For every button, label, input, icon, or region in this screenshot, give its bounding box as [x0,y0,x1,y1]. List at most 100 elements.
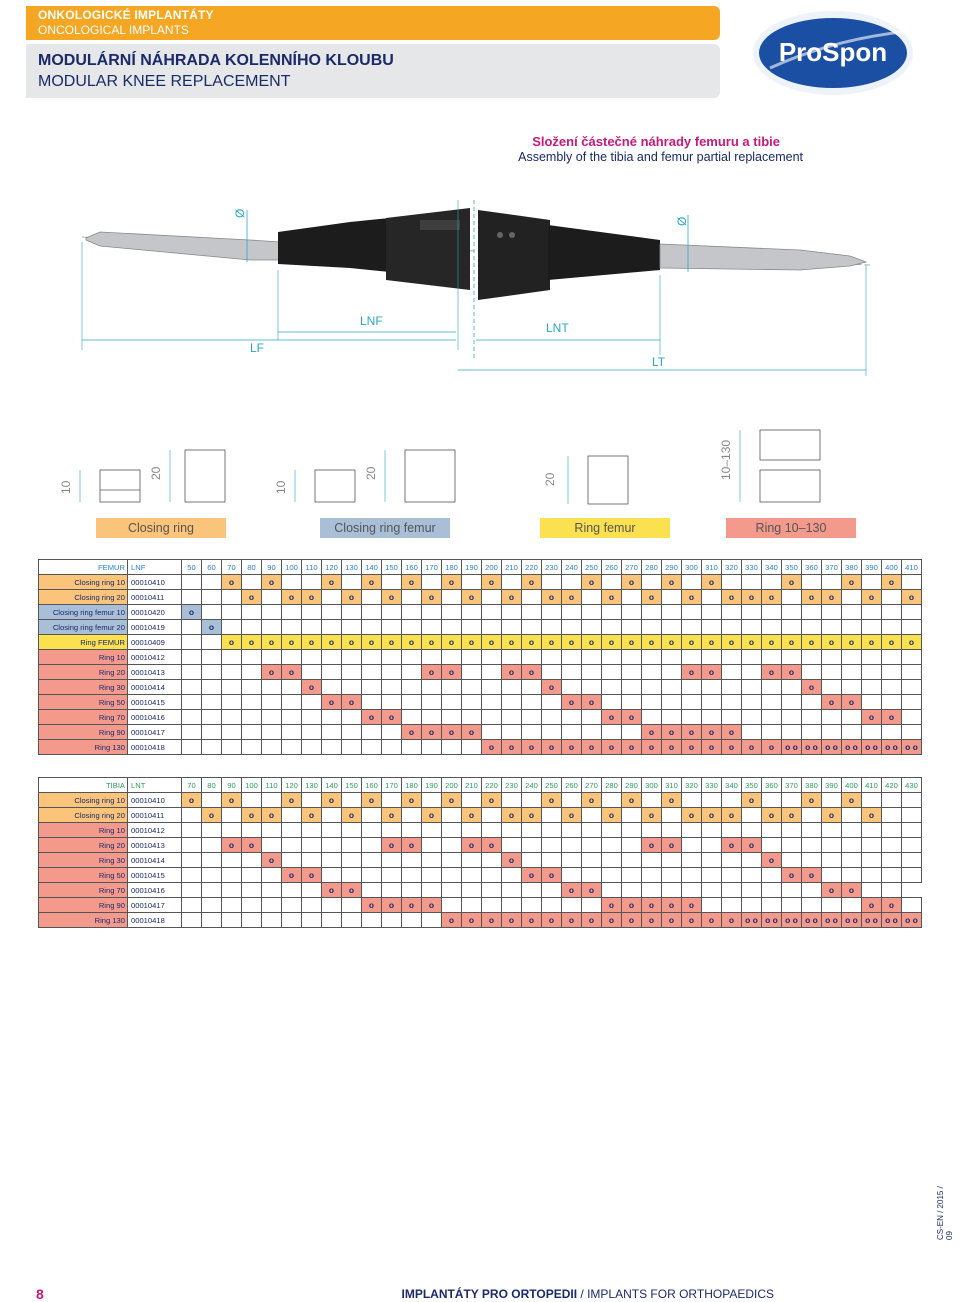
femur_table-col-header: 170 [421,559,442,575]
table-cell [621,589,642,605]
femur_table-col-header: 220 [521,559,542,575]
table-cell [641,604,662,620]
table-cell [201,837,222,853]
lf-label: LF [250,341,264,355]
table-cell [201,574,222,590]
table-cell [781,694,802,710]
table-cell: o [761,664,782,680]
table-cell [341,739,362,755]
table-cell [461,694,482,710]
table-cell: o [381,807,402,823]
table-cell: o [361,574,382,590]
table-cell [661,807,682,823]
table-cell [861,664,882,680]
table-cell: o [741,634,762,650]
table-cell [281,837,302,853]
table-cell [801,882,822,898]
table-cell [821,619,842,635]
table-cell [461,619,482,635]
table-cell [261,882,282,898]
table-cell [701,694,722,710]
table-cell [721,619,742,635]
row-name: Ring 90 [38,897,128,913]
table-cell [181,882,202,898]
table-cell [441,852,462,868]
table-cell: o [661,634,682,650]
table-cell [361,724,382,740]
row-code: 00010418 [127,739,182,755]
table-cell [221,822,242,838]
femur_table-col-header: 150 [381,559,402,575]
table-cell [741,649,762,665]
table-cell [441,589,462,605]
table-cell: o [641,724,662,740]
table-cell: o [481,837,502,853]
table-cell [861,724,882,740]
tibia_table-col-header: 160 [361,777,382,793]
table-cell [841,822,862,838]
table-cell [421,649,442,665]
table-cell: o [221,574,242,590]
table-cell [181,709,202,725]
table-cell [181,724,202,740]
row-name: Ring 130 [38,739,128,755]
table-cell: o [501,589,522,605]
table-cell: o [641,897,662,913]
table-cell [281,619,302,635]
table-cell: o [721,634,742,650]
table-cell: o [681,634,702,650]
table-cell [821,574,842,590]
tibia_table-col-header: 370 [781,777,802,793]
table-cell [221,867,242,883]
table-cell [741,852,762,868]
table-cell [361,604,382,620]
table-cell [561,792,582,808]
table-cell [361,807,382,823]
table-cell: o [301,589,322,605]
table-cell [381,912,402,928]
tibia_table-col-header: 150 [341,777,362,793]
table-cell [801,807,822,823]
table-cell: o [781,664,802,680]
table-cell [821,867,842,883]
table-cell [621,694,642,710]
table-cell [561,649,582,665]
table-cell: o [881,574,902,590]
page-number: 8 [36,1286,44,1302]
table-cell [781,792,802,808]
table-cell [661,822,682,838]
table-cell: o [621,897,642,913]
table-cell [661,619,682,635]
table-cell: o o [841,739,862,755]
table-cell: o [321,694,342,710]
table-cell [521,792,542,808]
table-cell [581,852,602,868]
table-cell: o [881,634,902,650]
table-cell [821,792,842,808]
table-cell [221,589,242,605]
table-cell: o [261,634,282,650]
table-cell: o [761,807,782,823]
femur_table-col-header: 190 [461,559,482,575]
table-cell [801,604,822,620]
table-cell [641,709,662,725]
tibia_table-col-header: 140 [321,777,342,793]
table-cell: o [461,912,482,928]
table-cell [601,792,622,808]
table-cell: o o [881,739,902,755]
table-cell [201,649,222,665]
table-cell [841,604,862,620]
dim-closing-ring-femur-10: 10 [274,480,288,494]
tibia_table-col-header: 130 [301,777,322,793]
table-cell: o [701,739,722,755]
table-cell: o [721,739,742,755]
row-code: 00010418 [127,912,182,928]
table-cell [901,724,922,740]
table-cell: o [561,739,582,755]
table-cell [321,724,342,740]
table-cell: o [241,634,262,650]
table-cell [741,694,762,710]
table-cell [361,822,382,838]
table-cell [581,679,602,695]
